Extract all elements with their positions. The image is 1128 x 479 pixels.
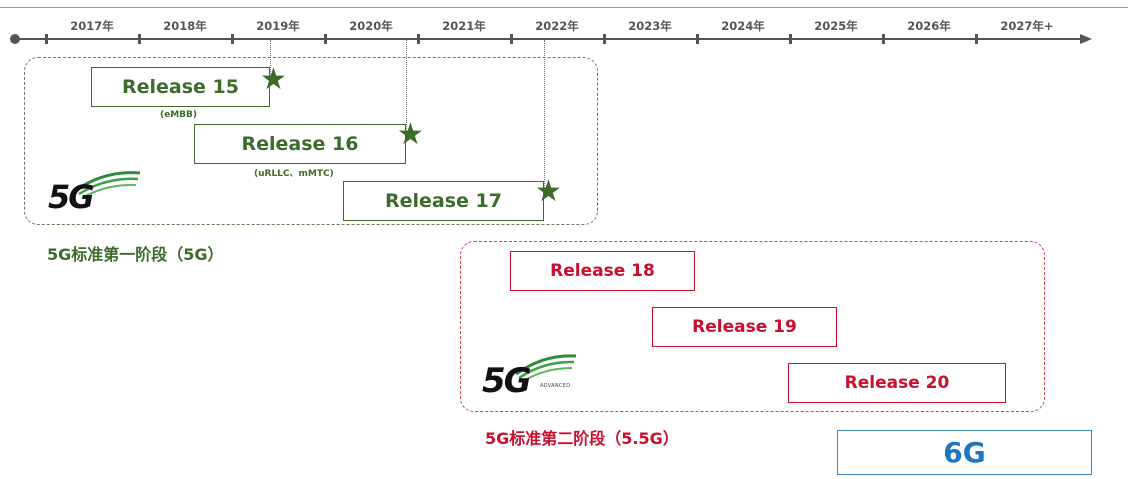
top-divider <box>0 7 1128 8</box>
phase2-container <box>460 241 1045 412</box>
axis-arrow-icon <box>1080 34 1092 44</box>
star-icon: ★ <box>260 62 287 97</box>
release-name: Release 15 <box>122 76 239 98</box>
axis-tick <box>789 34 792 44</box>
phase1-label: 5G标准第一阶段（5G） <box>47 245 224 264</box>
year-label: 2020年 <box>349 19 393 33</box>
release-name: Release 17 <box>385 190 502 212</box>
axis-tick <box>696 34 699 44</box>
axis-start-dot <box>10 34 20 44</box>
year-label: 2017年 <box>70 19 114 33</box>
release-name: Release 20 <box>844 373 950 393</box>
year-label: 2022年 <box>535 19 579 33</box>
axis-tick <box>417 34 420 44</box>
axis-line <box>16 38 1082 40</box>
year-label: 2018年 <box>163 19 207 33</box>
release-16-box: Release 16 <box>194 124 406 164</box>
release-20-box: Release 20 <box>788 363 1006 403</box>
release-18-box: Release 18 <box>510 251 695 291</box>
phase2-label: 5G标准第二阶段（5.5G） <box>485 429 679 448</box>
release-note: (eMBB) <box>160 110 198 120</box>
axis-tick <box>231 34 234 44</box>
release-19-box: Release 19 <box>652 307 837 347</box>
year-label: 2026年 <box>907 19 951 33</box>
release-17-box: Release 17 <box>343 181 544 221</box>
star-icon: ★ <box>397 117 424 152</box>
axis-tick <box>138 34 141 44</box>
year-label: 2025年 <box>814 19 858 33</box>
axis-tick <box>510 34 513 44</box>
release-name: Release 19 <box>692 317 797 337</box>
year-label: 2023年 <box>628 19 672 33</box>
release-15-box: Release 15 <box>91 67 270 107</box>
release-note: (uRLLC、mMTC) <box>254 169 334 179</box>
6g-box: 6G <box>837 430 1092 475</box>
milestone-guide-line <box>406 40 407 135</box>
milestone-guide-line <box>544 40 545 192</box>
axis-tick <box>324 34 327 44</box>
axis-tick <box>975 34 978 44</box>
logo-text: 5G <box>48 178 95 216</box>
year-label: 2021年 <box>442 19 486 33</box>
star-icon: ★ <box>535 174 562 209</box>
year-label: 2019年 <box>256 19 300 33</box>
5g-advanced-logo-icon: 5G ADVANCED <box>482 352 587 402</box>
axis-tick <box>603 34 606 44</box>
timeline-axis: 2017年 2018年 2019年 2020年 2021年 2022年 2023… <box>0 0 1128 60</box>
5g-logo-icon: 5G <box>48 170 143 216</box>
release-name: Release 18 <box>550 261 655 281</box>
milestone-guide-line <box>270 40 271 78</box>
year-label: 2024年 <box>721 19 765 33</box>
axis-tick <box>45 34 48 44</box>
axis-tick <box>882 34 885 44</box>
year-label: 2027年+ <box>1000 19 1054 33</box>
logo-subtext: ADVANCED <box>540 383 571 389</box>
release-name: Release 16 <box>241 133 359 155</box>
logo-text: 5G <box>482 361 532 401</box>
phase1-container <box>24 57 598 225</box>
6g-label: 6G <box>943 436 986 469</box>
